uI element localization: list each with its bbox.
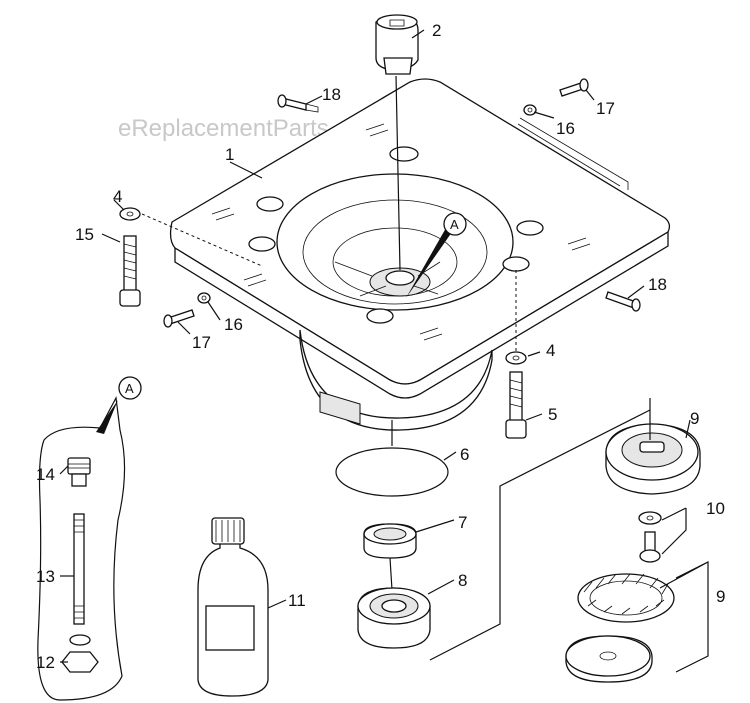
washer-10	[638, 511, 662, 525]
label-14: 14	[36, 465, 55, 484]
bearing-8	[357, 587, 431, 649]
fitting-14	[67, 457, 91, 487]
leader-10	[661, 507, 687, 555]
label-4-left: 4	[113, 187, 122, 206]
label-8: 8	[458, 571, 467, 590]
screw-17-left	[163, 309, 195, 328]
leader-lines	[59, 29, 691, 663]
assembly-line	[141, 213, 263, 267]
disc-9-top	[605, 423, 701, 495]
washer-4-left	[119, 207, 141, 221]
label-13: 13	[36, 567, 55, 586]
washer-4-right	[505, 351, 527, 365]
leader-9-bottom	[659, 561, 709, 673]
oil-bottle-11	[197, 517, 269, 697]
label-16-left: 16	[224, 315, 243, 334]
label-17-top: 17	[596, 99, 615, 118]
disc-9-bottom	[565, 635, 653, 683]
callout-letter: A	[125, 381, 134, 396]
bolt-5	[505, 371, 527, 439]
washer-16	[197, 104, 537, 304]
label-4-right: 4	[546, 341, 555, 360]
label-12: 12	[36, 653, 55, 672]
label-5: 5	[548, 405, 557, 424]
label-9-top: 9	[690, 409, 699, 428]
label-2: 2	[432, 21, 441, 40]
sight-tube-13	[73, 513, 85, 625]
callout-a-top: A	[406, 212, 467, 298]
plug-12	[61, 634, 99, 673]
label-18-right: 18	[648, 275, 667, 294]
nozzle	[375, 14, 419, 75]
label-10: 10	[706, 499, 725, 518]
label-16-top: 16	[556, 119, 575, 138]
seal-7	[363, 523, 417, 559]
label-6: 6	[460, 445, 469, 464]
label-18-top: 18	[322, 85, 341, 104]
callout-letter: A	[450, 217, 459, 232]
bolt-15	[119, 235, 141, 307]
label-17-left: 17	[192, 333, 211, 352]
screw-17-top	[559, 78, 589, 97]
label-7: 7	[458, 513, 467, 532]
screw-10	[639, 531, 661, 563]
base-plate	[169, 78, 671, 431]
screw-18-right	[605, 291, 641, 312]
screw-18-top	[277, 94, 319, 113]
sight-glass-panel: A	[37, 376, 142, 701]
group-bracket	[429, 409, 651, 661]
label-1: 1	[225, 145, 234, 164]
label-9-bottom: 9	[716, 587, 725, 606]
part-labels: 2 1 18 17 16 4 15 18 16 17 4 5 6 7 8 11 …	[36, 21, 725, 672]
label-15: 15	[75, 225, 94, 244]
label-11: 11	[288, 591, 306, 610]
bearing-cage	[577, 573, 675, 623]
o-ring-6	[335, 447, 449, 497]
